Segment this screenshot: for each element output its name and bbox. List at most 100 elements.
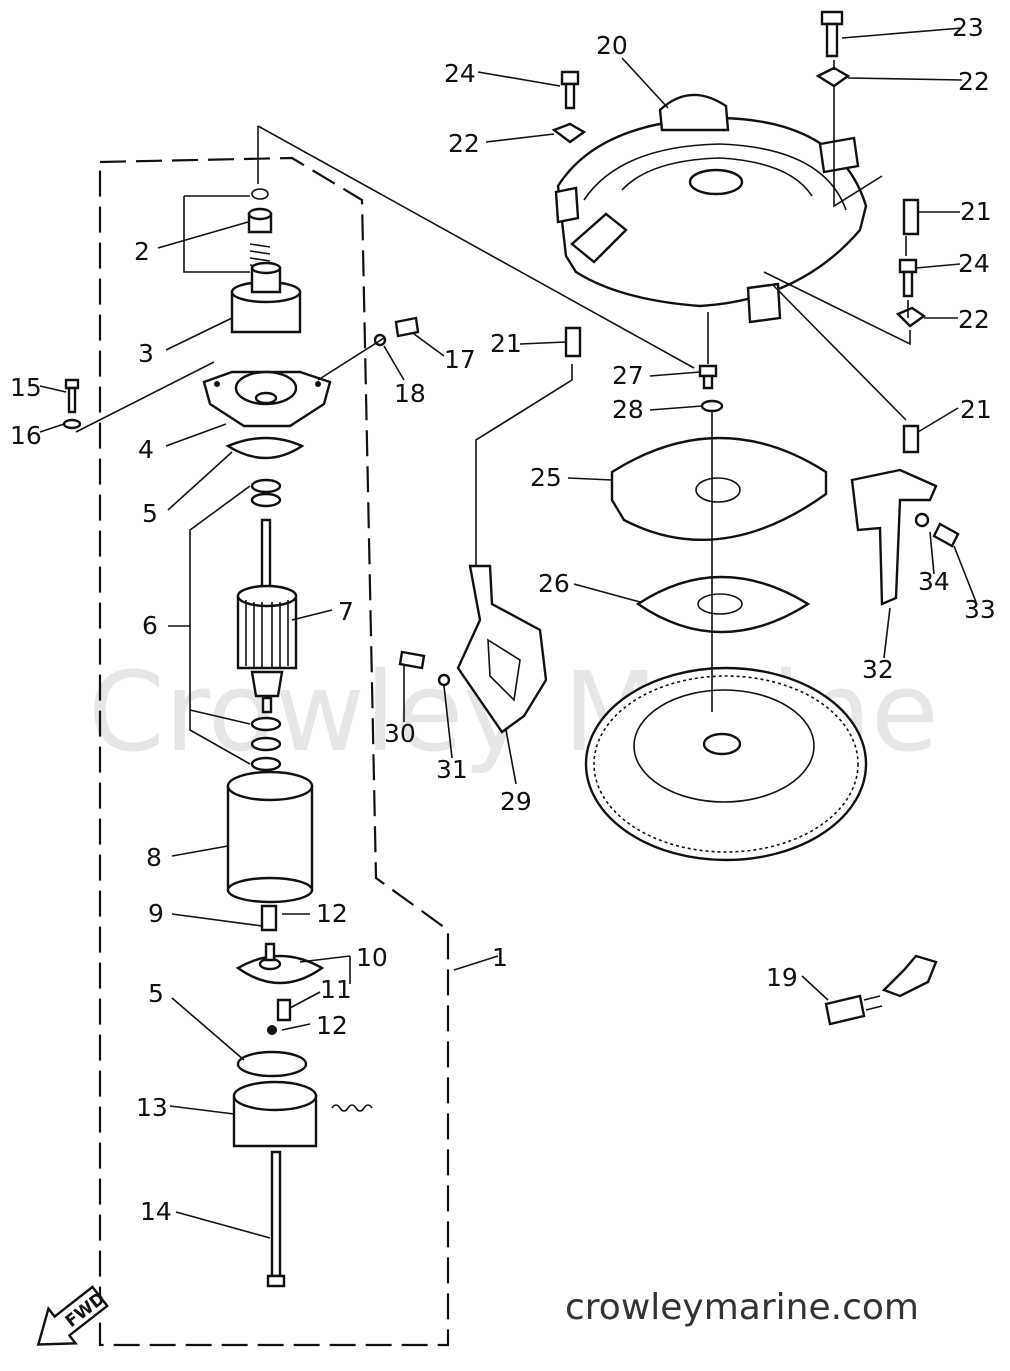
part-label-29: 29	[500, 787, 532, 816]
leader-line	[317, 337, 385, 381]
part-label-26: 26	[538, 569, 570, 598]
starter-motor-group	[62, 188, 420, 1288]
leader-line	[475, 364, 573, 566]
bolt-24-shank	[564, 82, 576, 110]
part-label-19: 19	[766, 963, 798, 992]
flywheel-hub	[702, 732, 742, 756]
bracket-6	[189, 485, 251, 765]
part-label-20: 20	[596, 31, 628, 60]
part-label-22c: 22	[958, 305, 990, 334]
fwd-arrow: FWD	[36, 1285, 109, 1346]
o-ring-lower	[236, 1050, 308, 1078]
part-label-14: 14	[140, 1197, 172, 1226]
bolt-33	[932, 522, 960, 548]
flywheel-teeth	[593, 675, 859, 853]
part-labels: 1 2 3 4 5 5 6 7 8 9 10 11 12 12 13 14 15…	[10, 13, 996, 1226]
fwd-arrow-shape	[36, 1285, 109, 1346]
cable-cap	[881, 954, 938, 998]
part-label-3: 3	[138, 339, 154, 368]
leader-line	[833, 60, 883, 208]
part-label-21a: 21	[960, 197, 992, 226]
part-label-18: 18	[394, 379, 426, 408]
part-label-12a: 12	[316, 899, 348, 928]
control-bracket	[850, 468, 938, 606]
washer-16	[62, 418, 82, 430]
collar-top	[247, 207, 273, 221]
part-label-1: 1	[492, 943, 508, 972]
bolt-17	[394, 316, 420, 338]
bolt-23-shank	[825, 22, 839, 58]
part-label-31: 31	[436, 755, 468, 784]
part-label-22b: 22	[448, 129, 480, 158]
part-label-12b: 12	[316, 1011, 348, 1040]
upper-bracket-bore	[254, 391, 278, 405]
cover-grip	[570, 212, 628, 264]
armature-shaft	[260, 518, 272, 594]
grommet-22	[895, 306, 927, 328]
cable	[863, 995, 883, 1011]
armature-top	[236, 584, 298, 608]
part-label-21b: 21	[490, 329, 522, 358]
bolt-24-head	[560, 70, 580, 86]
armature-windings	[245, 600, 289, 668]
part-label-15: 15	[10, 373, 42, 402]
part-label-6: 6	[142, 611, 158, 640]
lower-bracket-top	[232, 1080, 318, 1112]
part-label-30: 30	[384, 719, 416, 748]
part-label-24a: 24	[444, 59, 476, 88]
cover-ring	[583, 143, 847, 211]
cover-mount-tab	[746, 282, 782, 324]
collar-21	[902, 198, 920, 236]
part-label-17: 17	[444, 345, 476, 374]
bolt-24-shank	[902, 270, 914, 298]
cover-center-hole	[688, 168, 744, 196]
brush	[260, 904, 278, 932]
washer-31	[437, 673, 451, 687]
flywheel-group	[398, 10, 960, 1026]
lower-bracket-spring	[331, 1104, 373, 1112]
leader-line	[257, 125, 695, 369]
flywheel-face	[633, 689, 815, 803]
part-label-13: 13	[136, 1093, 168, 1122]
bracket-2	[183, 195, 250, 273]
through-bolt	[270, 1150, 282, 1278]
bolt-15-head	[64, 378, 80, 390]
part-label-9: 9	[148, 899, 164, 928]
bolt-23-head	[820, 10, 844, 26]
bracket-hole	[214, 381, 220, 387]
flywheel-plate-hub	[697, 593, 743, 615]
bolt-24-head	[898, 258, 918, 274]
nut-27	[698, 364, 718, 378]
part-label-8: 8	[146, 843, 162, 872]
thrust-washer	[250, 478, 282, 494]
flywheel-cover	[556, 116, 868, 308]
cable-terminal	[824, 994, 866, 1026]
part-label-25: 25	[530, 463, 562, 492]
flywheel-plate	[635, 575, 811, 634]
bolt-30	[398, 650, 426, 670]
part-label-33: 33	[964, 595, 996, 624]
grommet-22	[815, 66, 851, 88]
thrust-washer	[250, 756, 282, 772]
thrust-washer	[250, 736, 282, 752]
thrust-washer	[250, 716, 282, 732]
part-label-4: 4	[138, 435, 154, 464]
o-ring-upper	[225, 436, 305, 460]
washer-28	[700, 399, 724, 413]
starter-assembly-outline	[98, 156, 450, 1347]
part-label-27: 27	[612, 361, 644, 390]
rotor-plate	[610, 436, 828, 541]
commutator	[250, 670, 284, 698]
label-pointers	[39, 27, 977, 1239]
part-label-2: 2	[134, 237, 150, 266]
brush-holder-tab	[264, 942, 276, 962]
yoke	[226, 784, 314, 892]
armature-shaft-lower	[261, 696, 273, 714]
part-label-28: 28	[612, 395, 644, 424]
stator-bracket-web	[487, 638, 521, 702]
part-label-34: 34	[918, 567, 950, 596]
brush-lower	[276, 998, 292, 1022]
leader-line	[771, 283, 907, 421]
website-url: crowleymarine.com	[565, 1287, 919, 1328]
part-label-16: 16	[10, 421, 42, 450]
